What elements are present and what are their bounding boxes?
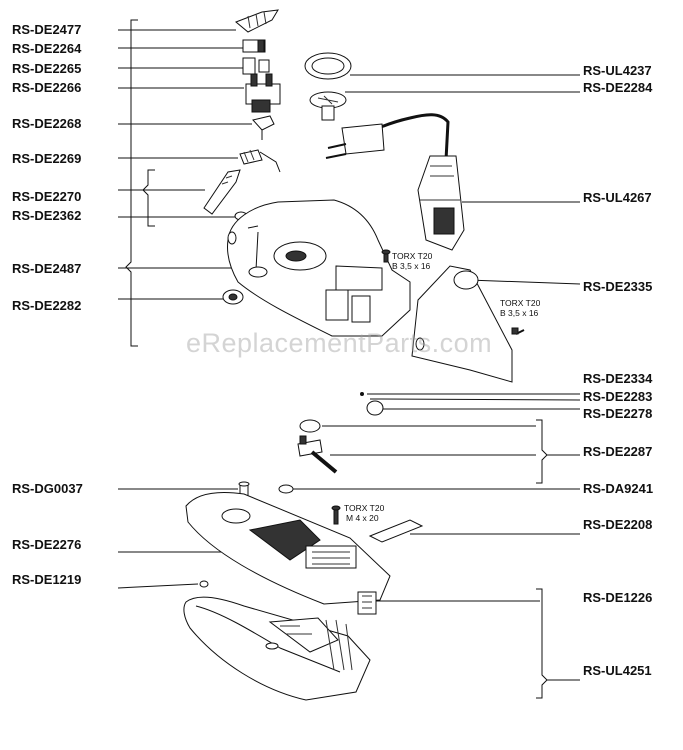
part-de2278 — [366, 400, 384, 416]
label-rs-ul4251: RS-UL4251 — [583, 663, 652, 678]
part-de2268 — [252, 115, 275, 131]
label-rs-de2270: RS-DE2270 — [12, 189, 82, 204]
label-rs-de2487: RS-DE2487 — [12, 261, 82, 276]
label-rs-de2276: RS-DE2276 — [12, 537, 82, 552]
leader-de2335 — [467, 279, 581, 285]
label-rs-da9241: RS-DA9241 — [583, 481, 654, 496]
note-screw-3-line2: M 4 x 20 — [346, 513, 379, 523]
watermark: eReplacementParts.com — [186, 328, 493, 358]
leader-de2283 — [369, 398, 581, 401]
label-rs-de2334: RS-DE2334 — [583, 371, 653, 386]
label-rs-dg0037: RS-DG0037 — [12, 481, 83, 496]
note-screw-2-line2: B 3,5 x 16 — [500, 308, 539, 318]
label-rs-ul4267: RS-UL4267 — [583, 190, 652, 205]
label-rs-de2265: RS-DE2265 — [12, 61, 82, 76]
label-rs-de2284: RS-DE2284 — [583, 80, 653, 95]
part-de2334 — [360, 392, 364, 396]
label-rs-de2269: RS-DE2269 — [12, 151, 82, 166]
label-rs-de2266: RS-DE2266 — [12, 80, 82, 95]
label-rs-ul4237: RS-UL4237 — [583, 63, 652, 78]
label-rs-de2282: RS-DE2282 — [12, 298, 82, 313]
note-screw-1-line1: TORX T20 — [392, 251, 433, 261]
label-rs-de2268: RS-DE2268 — [12, 116, 82, 131]
label-rs-de2477: RS-DE2477 — [12, 22, 82, 37]
label-rs-de2264: RS-DE2264 — [12, 41, 82, 56]
label-rs-de2208: RS-DE2208 — [583, 517, 653, 532]
leader-de1219 — [117, 583, 199, 589]
part-de1219 — [199, 580, 209, 588]
part-da9241 — [278, 484, 294, 494]
part-de2269 — [239, 149, 263, 165]
label-rs-de2283: RS-DE2283 — [583, 389, 653, 404]
label-rs-de2362: RS-DE2362 — [12, 208, 82, 223]
part-de2265 — [242, 57, 256, 75]
part-ul4251 — [183, 596, 371, 701]
label-rs-de2278: RS-DE2278 — [583, 406, 653, 421]
note-screw-2-line1: TORX T20 — [500, 298, 541, 308]
bracket-right-2287 — [536, 419, 548, 484]
label-rs-de2335: RS-DE2335 — [583, 279, 653, 294]
bracket-left-sub — [142, 169, 155, 227]
label-rs-de1219: RS-DE1219 — [12, 572, 82, 587]
bracket-left-main — [125, 19, 138, 347]
part-de2270 — [203, 169, 241, 215]
part-de1226 — [357, 591, 377, 615]
note-screw-3-line1: TORX T20 — [344, 503, 385, 513]
part-de2208 — [368, 519, 424, 543]
label-rs-de1226: RS-DE1226 — [583, 590, 653, 605]
note-screw-1-line2: B 3,5 x 16 — [392, 261, 431, 271]
bracket-right-ul4251 — [536, 588, 548, 699]
label-rs-de2287: RS-DE2287 — [583, 444, 653, 459]
part-de2335 — [411, 265, 513, 383]
